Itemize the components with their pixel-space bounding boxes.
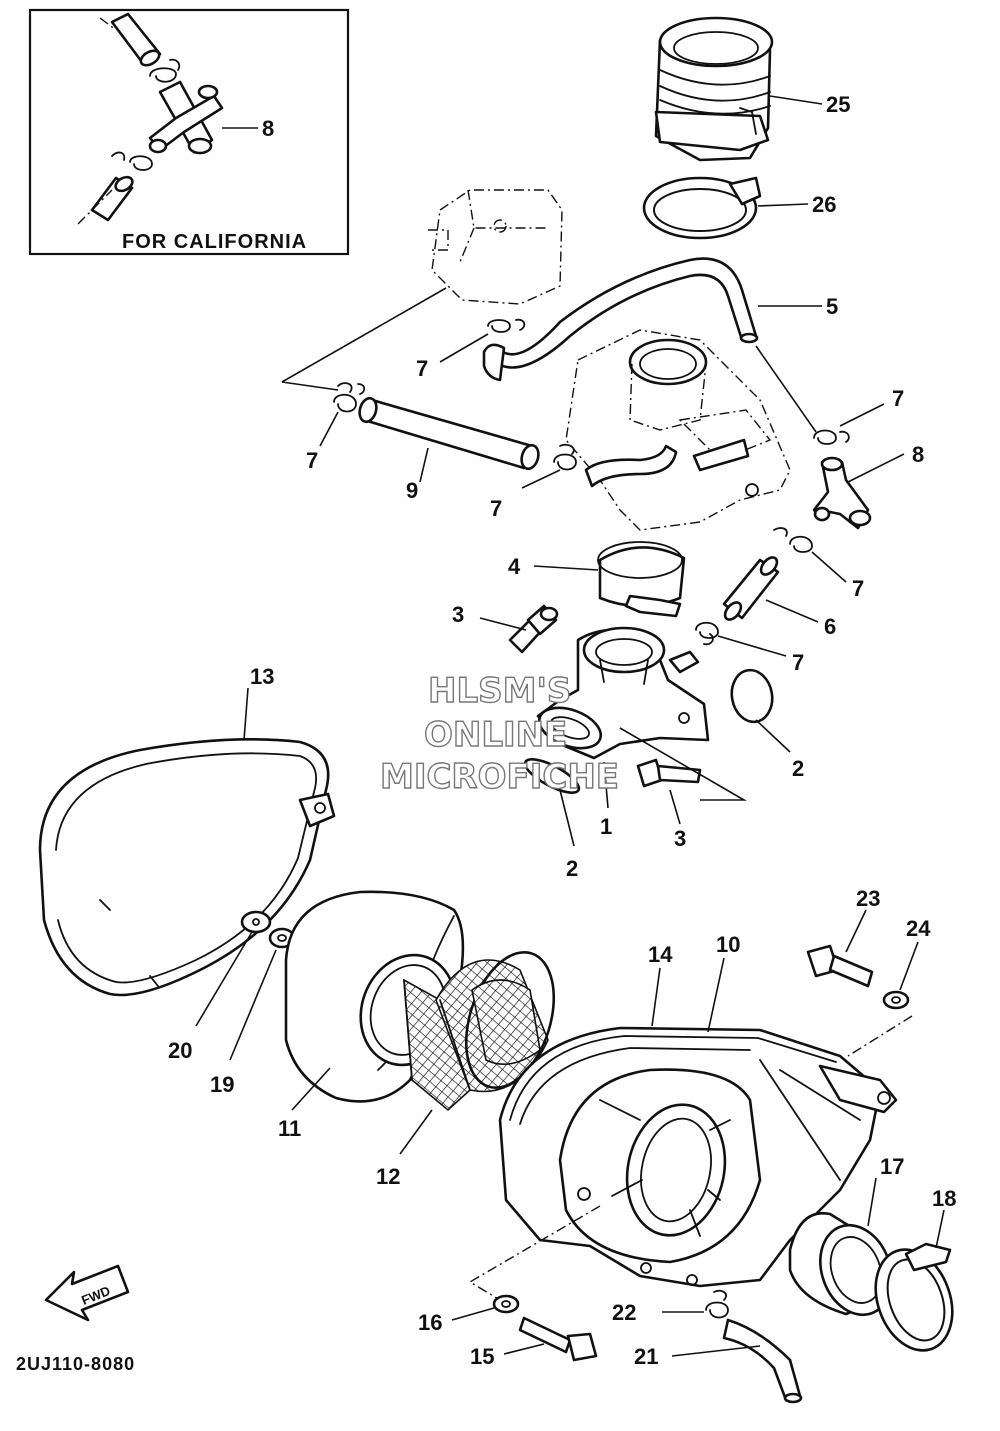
clamp-18 [874,1242,954,1352]
washer-16 [492,1294,520,1314]
callout-24: 24 [906,916,931,941]
callout-7-lower: 7 [792,650,804,675]
callout-13: 13 [250,664,274,689]
inset-hose-upper [110,12,162,67]
hose-5 [482,257,759,382]
callout-12: 12 [376,1164,400,1189]
washer-20 [240,910,272,934]
clamp-4 [597,541,686,618]
joint-17 [788,1211,893,1317]
callout-7-upper: 7 [416,356,428,381]
callout-21: 21 [634,1344,658,1369]
callout-8: 8 [912,442,924,467]
callout-6: 6 [824,614,836,639]
california-inset: 8 FOR CALIFORNIA [28,8,350,256]
cleaner-case-10 [498,1026,898,1288]
callout-7-left: 7 [306,448,318,473]
callout-14: 14 [648,942,673,967]
callout-2-lower: 2 [566,856,578,881]
callout-5: 5 [826,294,838,319]
inset-hose-lower [90,175,134,222]
intake-joint-25 [654,16,774,162]
callout-23: 23 [856,886,880,911]
inset-clip-lower [111,151,153,171]
gasket-2-left [523,758,581,794]
callout-11: 11 [278,1116,301,1141]
callout-16: 16 [418,1310,442,1335]
callout-26: 26 [812,192,836,217]
callout-4: 4 [508,554,521,579]
bolt-3-upper [508,604,559,654]
clamp-26 [642,176,762,240]
clip-7-left [333,382,366,413]
callout-20: 20 [168,1038,192,1063]
hose-21 [722,1318,803,1404]
callout-2-right: 2 [792,756,804,781]
clip-7-right-top [813,429,850,445]
carb-joint-1 [536,626,710,760]
inset-joint-8 [148,80,224,155]
joint-8 [812,456,872,530]
inset-caption: FOR CALIFORNIA [122,231,307,253]
callout-10: 10 [716,932,740,957]
callout-25: 25 [826,92,850,117]
callout-17: 17 [880,1154,904,1179]
watermark-line-1: HLSM'S [428,671,571,711]
watermark-line-3: MICROFICHE [380,757,619,797]
inset-frame [28,8,350,256]
callout-1: 1 [600,814,612,839]
callout-22: 22 [612,1300,636,1325]
clip-7-center [553,443,577,471]
callout-7-right-top: 7 [892,386,904,411]
clip-7-lower [695,621,719,646]
hose-6 [722,556,780,621]
fwd-arrow-icon: FWD [44,1264,130,1322]
hose-9 [358,396,540,471]
watermark: HLSM'S ONLINE MICROFICHE [379,670,619,797]
callout-3-lower: 3 [674,826,686,851]
washer-24 [882,990,910,1010]
callout-9: 9 [406,478,418,503]
element-cage-12 [403,950,556,1112]
clip-7-right-mid [773,527,813,553]
callout-15: 15 [470,1344,494,1369]
bolt-3-lower [636,758,702,788]
callout-3-upper: 3 [452,602,464,627]
callout-7-right-mid: 7 [852,576,864,601]
callout-18: 18 [932,1186,956,1211]
bolt-15 [518,1316,598,1362]
carburetor-outline [565,329,791,531]
canister-outline [428,189,563,305]
clip-22 [705,1289,729,1319]
o-ring-2-right [730,668,774,724]
inset-clip-upper [149,58,181,83]
clip-7-hose [487,318,526,333]
diagram-code: 2UJ110-8080 [16,1354,135,1374]
callout-8-inset: 8 [262,116,274,141]
callout-19: 19 [210,1072,234,1097]
callout-7-center: 7 [490,496,502,521]
watermark-line-2: ONLINE [424,715,567,755]
bolt-23 [806,944,874,988]
